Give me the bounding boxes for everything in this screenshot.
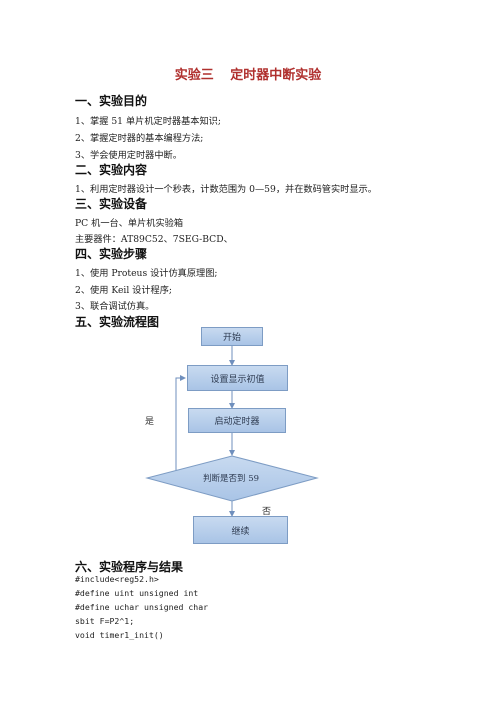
- section-heading-steps: 四、实验步骤: [75, 247, 148, 261]
- code-line: #include<reg52.h>: [75, 574, 159, 584]
- flow-decision-label: 判断是否到 59: [203, 474, 260, 484]
- content-text: 1、利用定时器设计一个秒表，计数范围为 0—59，并在数码管实时显示。: [75, 184, 377, 195]
- section-heading-equipment: 三、实验设备: [75, 197, 148, 211]
- code-line: void timer1_init(): [75, 630, 164, 640]
- flow-init-box: 设置显示初值: [187, 365, 288, 391]
- equipment-item: 主要器件：AT89C52、7SEG-BCD、: [75, 234, 233, 245]
- title-experiment-number: 实验三: [174, 68, 214, 83]
- purpose-item: 3、学会使用定时器中断。: [75, 150, 182, 161]
- step-item: 3、联合调试仿真。: [75, 301, 155, 312]
- flow-no-label: 否: [262, 507, 272, 517]
- section-heading-content: 二、实验内容: [75, 163, 148, 177]
- flow-continue-box: 继续: [193, 516, 288, 544]
- purpose-item: 1、掌握 51 单片机定时器基本知识;: [75, 116, 221, 127]
- flow-timer-box: 启动定时器: [188, 408, 286, 433]
- section-heading-program: 六、实验程序与结果: [75, 560, 184, 574]
- step-item: 1、使用 Proteus 设计仿真原理图;: [75, 268, 218, 279]
- equipment-item: PC 机一台、单片机实验箱: [75, 218, 184, 229]
- document-title: 实验三 定时器中断实验: [0, 64, 496, 83]
- step-item: 2、使用 Keil 设计程序;: [75, 285, 173, 296]
- code-line: #define uint unsigned int: [75, 588, 199, 598]
- flow-start-box: 开始: [201, 327, 263, 346]
- section-heading-flowchart: 五、实验流程图: [75, 315, 160, 329]
- flow-yes-label: 是: [145, 417, 155, 427]
- purpose-item: 2、掌握定时器的基本编程方法;: [75, 133, 204, 144]
- code-line: sbit F=P2^1;: [75, 616, 135, 626]
- decision-diamond: [145, 455, 319, 502]
- code-line: #define uchar unsigned char: [75, 602, 209, 612]
- title-experiment-name: 定时器中断实验: [230, 68, 322, 83]
- arrow-yes-loop: [175, 375, 186, 478]
- section-heading-purpose: 一、实验目的: [75, 94, 148, 108]
